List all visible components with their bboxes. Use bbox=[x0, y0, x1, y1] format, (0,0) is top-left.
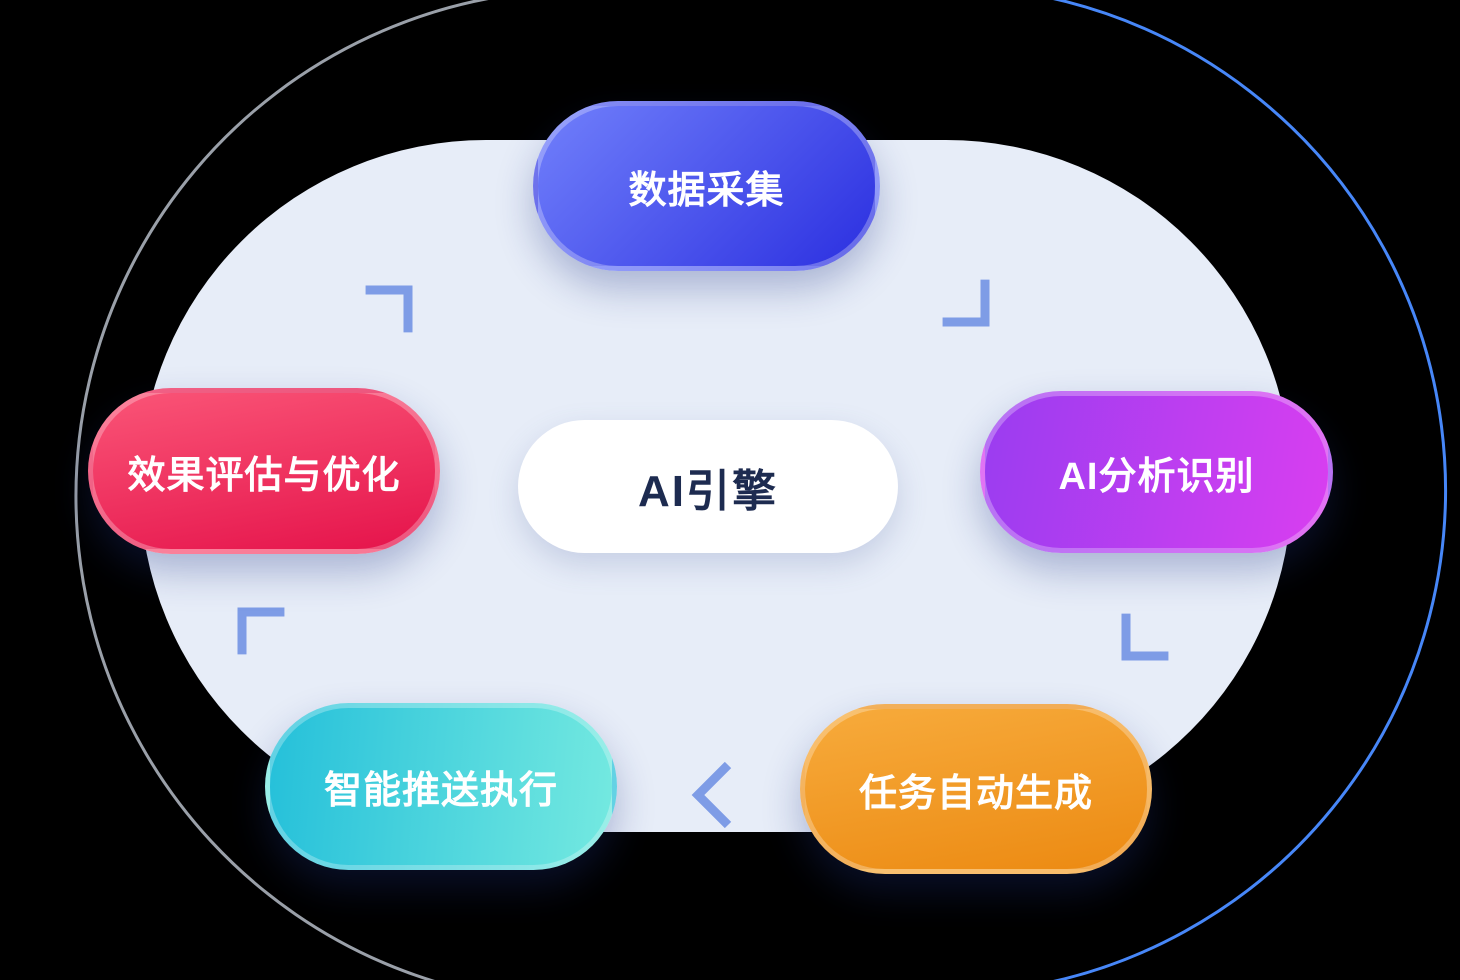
node-label: 数据采集 bbox=[628, 169, 785, 212]
node-evaluation: 效果评估与优化 bbox=[88, 388, 440, 554]
node-label: AI分析识别 bbox=[1058, 455, 1255, 498]
node-data-collection: 数据采集 bbox=[533, 101, 880, 271]
node-label: 智能推送执行 bbox=[323, 770, 558, 812]
node-label: 效果评估与优化 bbox=[127, 454, 401, 497]
node-task-generation: 任务自动生成 bbox=[800, 704, 1152, 874]
center-node-label: AI引擎 bbox=[638, 466, 778, 516]
node-smart-push: 智能推送执行 bbox=[265, 703, 617, 870]
node-ai-analysis: AI分析识别 bbox=[980, 391, 1333, 553]
center-node-ai-engine: AI引擎 bbox=[518, 420, 898, 553]
node-label: 任务自动生成 bbox=[858, 772, 1093, 815]
